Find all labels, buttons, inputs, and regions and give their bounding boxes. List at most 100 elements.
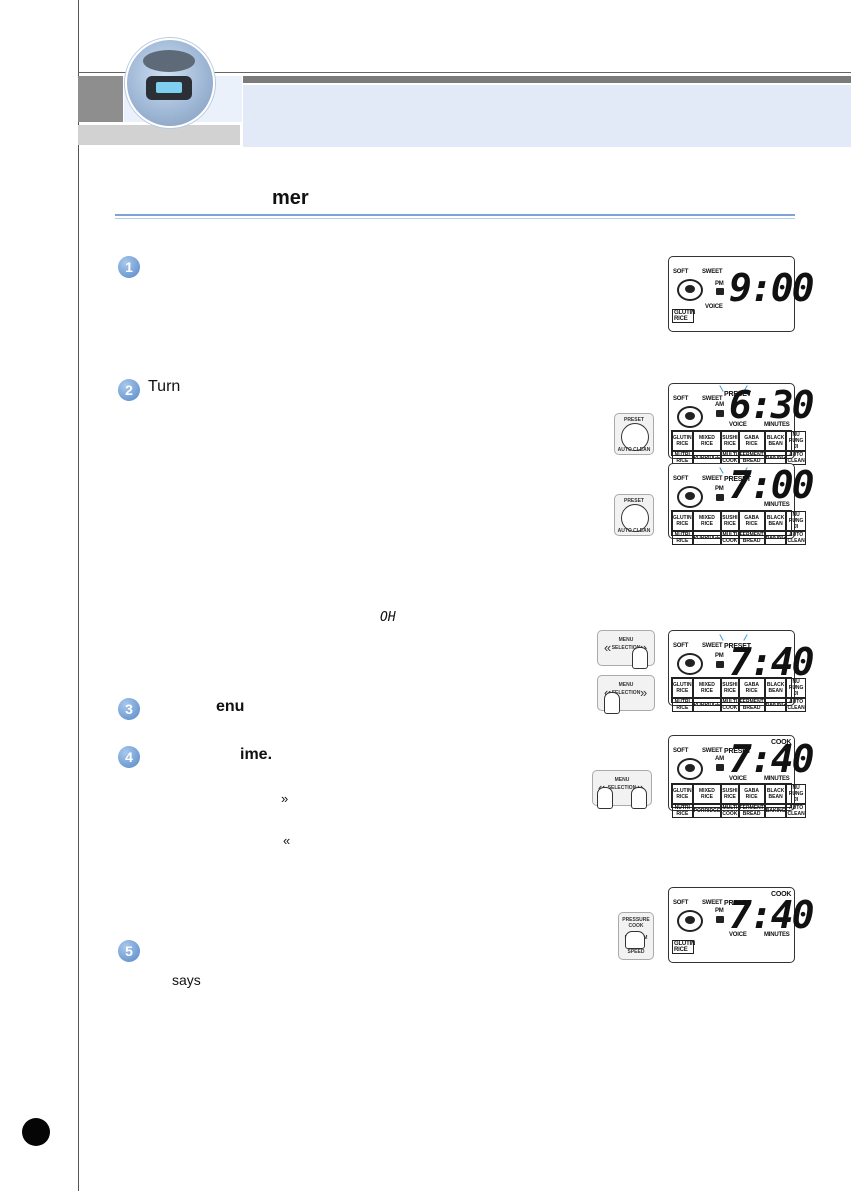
finger-press-icon: [604, 692, 620, 714]
lcd-ampm-label: AM: [715, 402, 724, 408]
menu-cell: GABA RICE: [738, 784, 765, 804]
blink-mark: [719, 467, 724, 474]
menu-cell: BLACK BEAN: [764, 784, 787, 804]
menu-cell: GABA RICE: [738, 678, 765, 698]
rice-pot-icon: [677, 910, 703, 932]
menu-cell: PORRIDGE: [692, 804, 722, 818]
menu-cell: AUTO CLEAN: [786, 698, 806, 712]
section-title: mer: [272, 187, 309, 209]
lock-icon: [716, 916, 724, 923]
selection-label: SELECTION: [611, 645, 641, 651]
lcd-time: 6:30: [729, 383, 815, 427]
menu-cell: MULTI COOK: [721, 531, 739, 545]
lcd-voice-label: VOICE: [729, 776, 747, 782]
lcd-display-3: SOFT SWEET PRESET PM MINUTES 7:00 GLUTIN…: [668, 463, 815, 545]
menu-cell: AUTO CLEAN: [786, 804, 806, 818]
lcd-minutes-label: MINUTES: [764, 932, 790, 938]
lcd-preset-label: PRESET: [724, 391, 751, 398]
header-dark-band: [243, 76, 851, 83]
finger-press-icon: [632, 647, 648, 669]
lcd-time: 7:40: [729, 737, 815, 781]
lock-icon: [716, 288, 724, 295]
lcd-display-1: SOFT SWEET PM VOICE GLUTIN RICE 9:00: [668, 256, 815, 332]
rice-pot-icon: [677, 758, 703, 780]
menu-cell: GLUTIN RICE: [672, 784, 693, 804]
chevron-left-icon: «: [604, 640, 612, 655]
rice-pot-icon: [677, 406, 703, 428]
lcd-display-4: SOFT SWEET PRESET PM 7:40 GLUTIN RICE MI…: [668, 630, 815, 712]
menu-cell: NUTRI RICE: [672, 698, 693, 712]
lcd-minutes-label: MINUTES: [764, 502, 790, 508]
lcd-soft-label: SOFT: [673, 643, 689, 649]
menu-cell: MIXED RICE: [692, 431, 722, 451]
page-number-dot: [22, 1118, 50, 1146]
lcd-time: 9:00: [729, 266, 815, 310]
lcd-sweet-label: SWEET: [702, 748, 723, 754]
menu-cell: FERMENT BREAD: [738, 804, 765, 818]
lcd-cook-label: COOK: [771, 739, 792, 746]
lcd-time: 7:40: [729, 640, 815, 684]
lcd-sweet-label: SWEET: [702, 900, 723, 906]
oh-glyph: OH: [380, 610, 396, 625]
step-4-text: ime.: [240, 746, 273, 763]
menu-cell: PORRIDGE: [692, 531, 722, 545]
lcd-sweet-label: SWEET: [702, 269, 723, 275]
header-top-rule: [78, 72, 851, 73]
menu-cell: BLACK BEAN: [764, 511, 787, 531]
menu-selection-button-image: « MENU SELECTION »: [597, 675, 655, 714]
menu-cell: AUTO CLEAN: [786, 531, 806, 545]
lcd-soft-label: SOFT: [673, 396, 689, 402]
lcd-display-5: COOK SOFT SWEET PRESET AM VOICE MINUTES …: [668, 735, 815, 818]
step-4-badge: 4: [118, 746, 140, 768]
clock-icon: [621, 504, 649, 532]
menu-cell: BAKING: [764, 804, 787, 818]
menu-cell: SUSHI RICE: [721, 511, 739, 531]
lcd-menu-grid: GLUTIN RICE MIXED RICE SUSHI RICE GABA R…: [671, 783, 806, 818]
menu-selection-button-image: « MENU SELECTION »: [597, 630, 655, 669]
lcd-soft-label: SOFT: [673, 748, 689, 754]
selection-label: SELECTION: [611, 690, 641, 696]
menu-cell: SUSHI RICE: [721, 784, 739, 804]
menu-cell: NU RUNG JI: [786, 431, 806, 451]
menu-cell: GABA RICE: [738, 511, 765, 531]
menu-cell: MULTI COOK: [721, 698, 739, 712]
lcd-voice-label: VOICE: [729, 422, 747, 428]
step-2-badge: 2: [118, 379, 140, 401]
menu-selection-button-image: « MENU SELECTION »: [592, 770, 652, 809]
title-underline: [115, 214, 795, 216]
menu-cell: AUTO CLEAN: [786, 451, 806, 465]
menu-label: MENU: [614, 777, 630, 783]
lcd-minutes-label: MINUTES: [764, 776, 790, 782]
header-gray-tab: [78, 76, 123, 122]
lock-icon: [716, 410, 724, 417]
lcd-ampm-label: PM: [715, 908, 724, 914]
speed-label: SPEED: [627, 949, 645, 955]
lcd-menu-grid: GLUTIN RICE MIXED RICE SUSHI RICE GABA R…: [671, 430, 806, 465]
left-chevron-glyph: «: [283, 833, 291, 848]
step-3-text: enu: [216, 698, 245, 715]
preset-button-image: PRESET AUTO CLEAN: [614, 494, 654, 536]
header-sub-bar: [78, 125, 240, 145]
lcd-glutin-label: GLUTIN RICE: [672, 940, 696, 954]
menu-cell: BLACK BEAN: [764, 431, 787, 451]
lcd-preset-label: PRESET: [724, 476, 751, 483]
lcd-minutes-label: MINUTES: [764, 422, 790, 428]
menu-cell: BAKING: [764, 531, 787, 545]
menu-label: MENU: [618, 682, 634, 688]
menu-cell: BAKING: [764, 698, 787, 712]
menu-cell: GLUTIN RICE: [672, 678, 693, 698]
finger-press-icon: [597, 787, 613, 809]
rice-cooker-display-image: [156, 82, 182, 93]
menu-cell: GLUTIN RICE: [672, 431, 693, 451]
menu-cell: SUSHI RICE: [721, 431, 739, 451]
menu-cell: FERMENT BREAD: [738, 531, 765, 545]
chevron-right-icon: »: [640, 685, 648, 700]
preset-button-image: PRESET AUTO CLEAN: [614, 413, 654, 455]
auto-clean-label: AUTO CLEAN: [617, 528, 651, 534]
step-2-text: Turn: [148, 378, 181, 395]
lock-icon: [716, 661, 724, 668]
auto-clean-label: AUTO CLEAN: [617, 447, 651, 453]
clock-icon: [621, 423, 649, 451]
lcd-ampm-label: PM: [715, 281, 724, 287]
lcd-time: 7:40: [729, 893, 815, 937]
